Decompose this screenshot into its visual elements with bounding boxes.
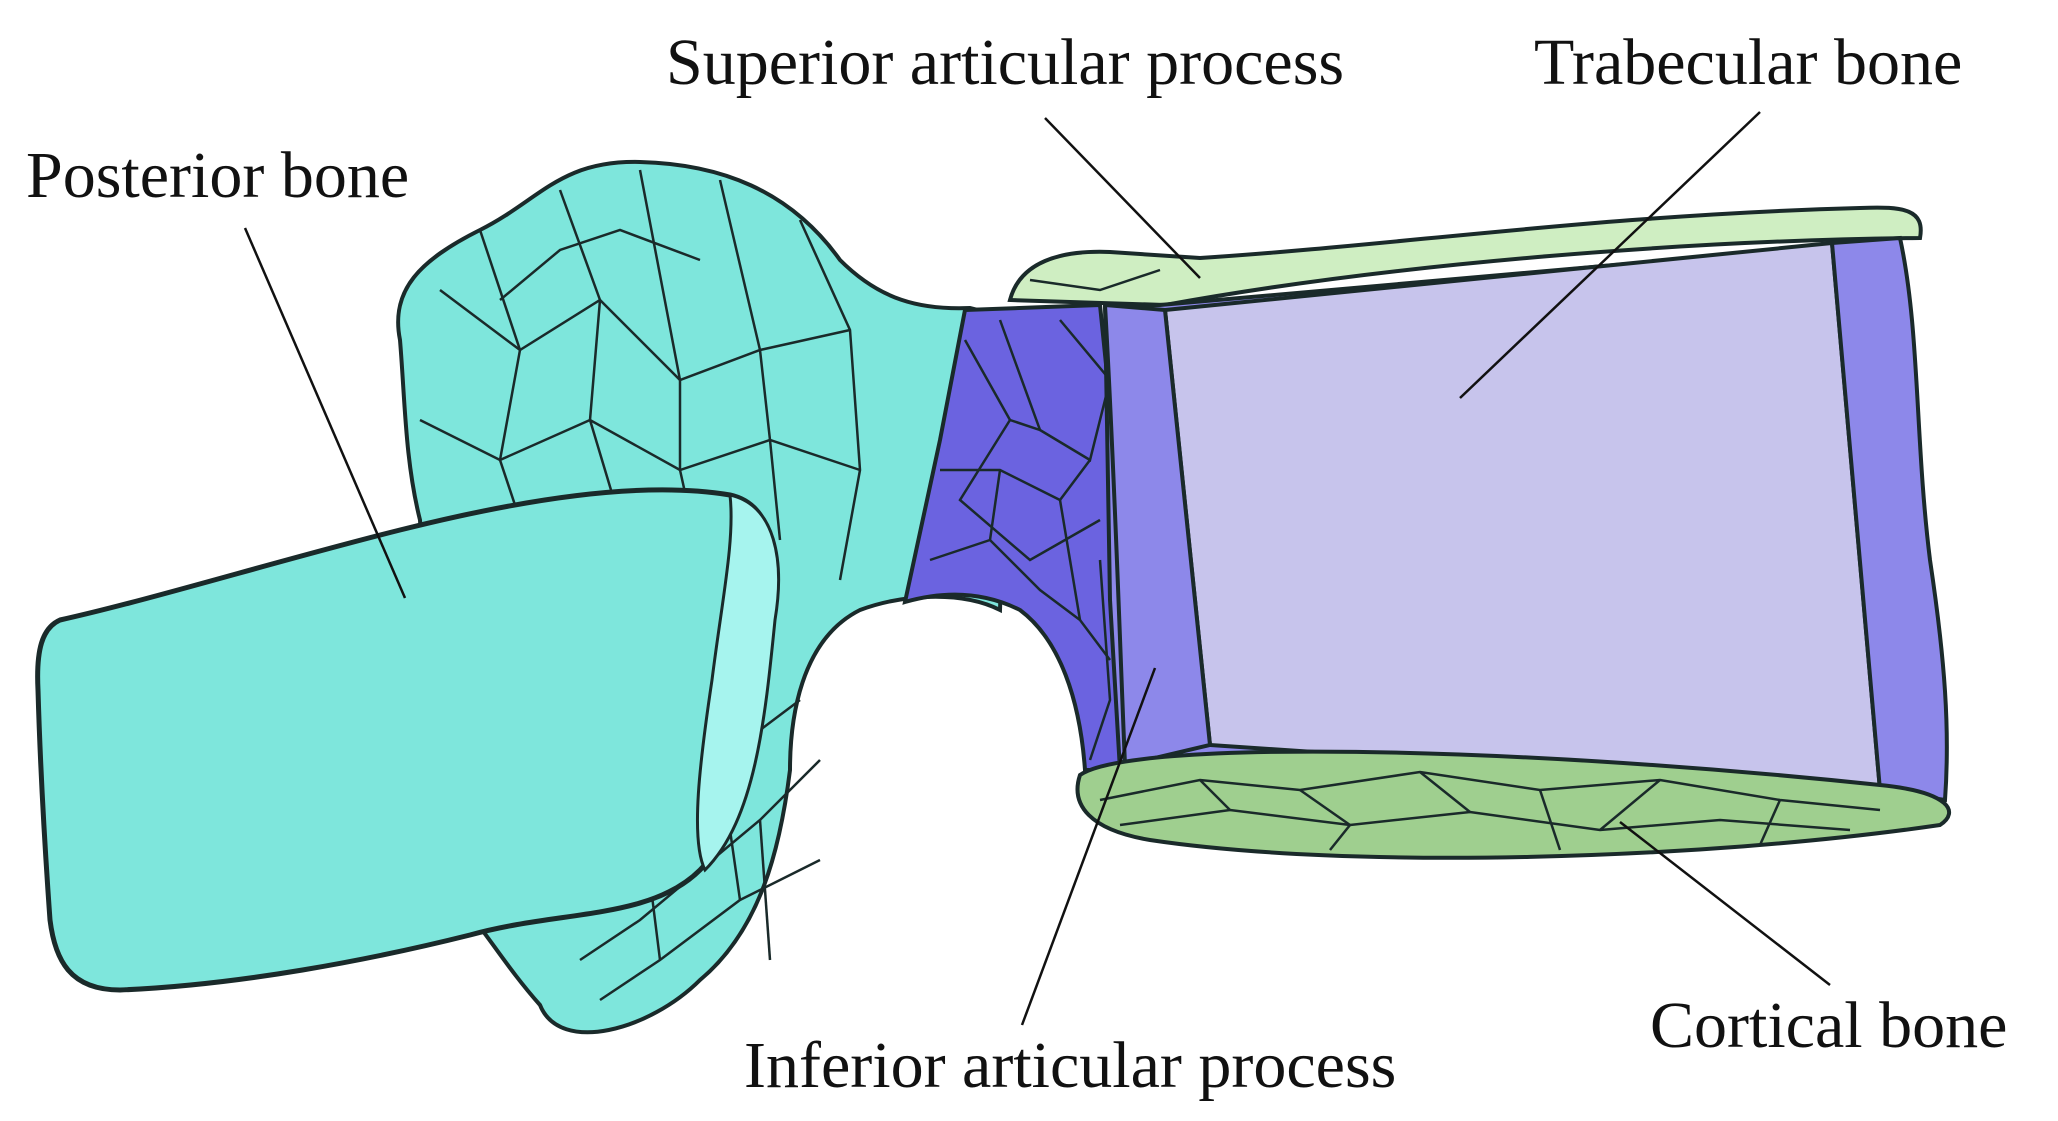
leader-line-cortical-bone — [1619, 821, 1831, 986]
leader-line-superior-articular-process — [1044, 117, 1201, 279]
articular-process-region — [902, 302, 1133, 772]
posterior-bone-slab — [35, 487, 781, 993]
label-superior-articular-process: Superior articular process — [666, 26, 1345, 99]
label-cortical-bone: Cortical bone — [1650, 989, 2008, 1062]
leader-line-trabecular-bone — [1459, 111, 1761, 399]
leader-line-posterior-bone — [243, 227, 407, 599]
leader-lines — [243, 111, 1831, 1026]
cortical-bone-top — [1007, 205, 1923, 308]
label-trabecular-bone: Trabecular bone — [1534, 26, 1963, 99]
label-posterior-bone: Posterior bone — [26, 139, 410, 212]
label-inferior-articular-process: Inferior articular process — [744, 1029, 1397, 1102]
cortical-bone-bottom — [1075, 749, 1952, 860]
leader-line-inferior-articular-process — [1020, 667, 1157, 1026]
trabecular-bone-core — [1102, 235, 1949, 803]
